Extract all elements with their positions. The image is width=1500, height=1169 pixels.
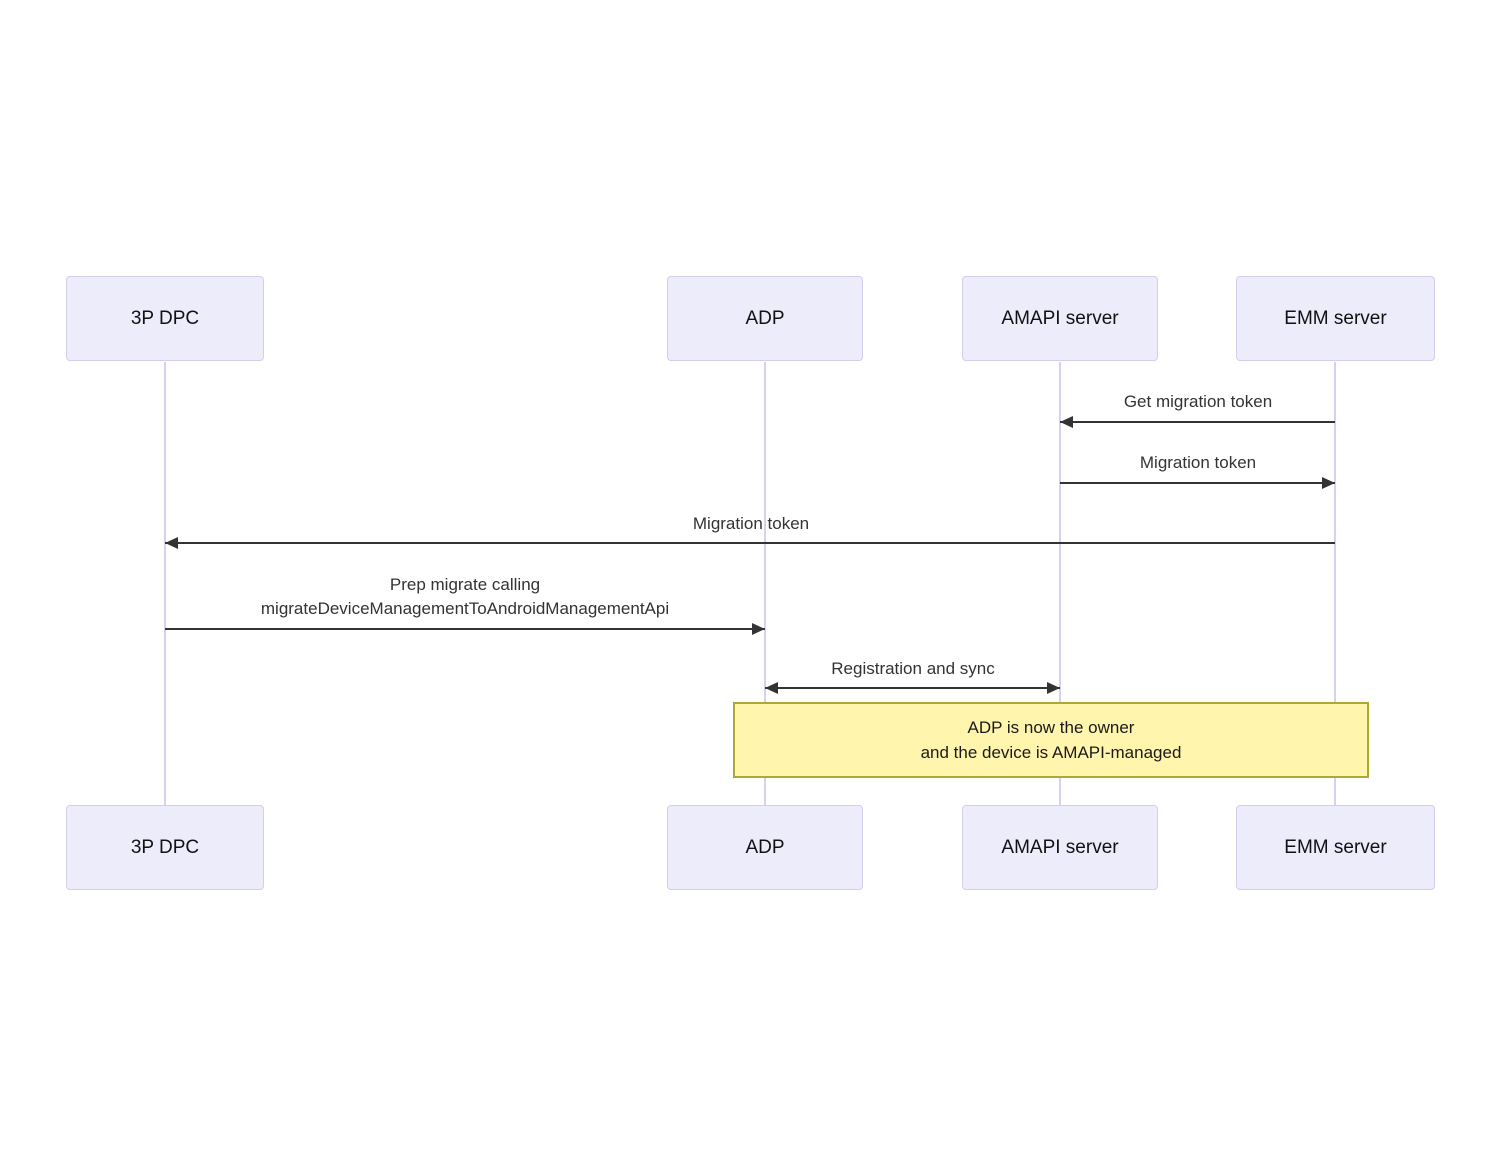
actor-label: EMM server [1284, 836, 1387, 858]
message-label-get-migration-token: Get migration token [1123, 392, 1273, 411]
actor-amapi-server-bottom: AMAPI server [962, 805, 1158, 890]
message-label-prep-migrate-line1: Prep migrate calling [389, 575, 541, 594]
lifeline-adp [764, 362, 766, 805]
message-arrow-prep-migrate [165, 628, 765, 630]
message-arrow-migration-token-2 [165, 542, 1335, 544]
note-adp-owner: ADP is now the owner and the device is A… [733, 702, 1369, 778]
actor-label: AMAPI server [1001, 307, 1119, 329]
note-line: ADP is now the owner [967, 718, 1135, 737]
message-label-prep-migrate-line2: migrateDeviceManagementToAndroidManageme… [260, 599, 670, 618]
lifeline-emm-server [1334, 362, 1336, 805]
arrowhead-left-icon [165, 537, 178, 549]
actor-amapi-server-top: AMAPI server [962, 276, 1158, 361]
actor-emm-server-top: EMM server [1236, 276, 1435, 361]
actor-3p-dpc-top: 3P DPC [66, 276, 264, 361]
actor-label: AMAPI server [1001, 836, 1119, 858]
arrowhead-right-icon [752, 623, 765, 635]
actor-label: 3P DPC [130, 307, 200, 329]
message-label-migration-token-2: Migration token [692, 514, 810, 533]
message-label-registration-and-sync: Registration and sync [831, 659, 995, 678]
actor-adp-bottom: ADP [667, 805, 863, 890]
actor-label: EMM server [1284, 307, 1387, 329]
actor-emm-server-bottom: EMM server [1236, 805, 1435, 890]
actor-label: 3P DPC [130, 836, 200, 858]
message-arrow-get-migration-token [1060, 421, 1335, 423]
lifeline-amapi-server [1059, 362, 1061, 805]
arrowhead-right-icon [1322, 477, 1335, 489]
actor-adp-top: ADP [667, 276, 863, 361]
actor-label: ADP [745, 836, 785, 858]
actor-label: ADP [745, 307, 785, 329]
message-label-migration-token-1: Migration token [1139, 453, 1257, 472]
actor-3p-dpc-bottom: 3P DPC [66, 805, 264, 890]
arrowhead-left-icon [1060, 416, 1073, 428]
lifeline-3p-dpc [164, 362, 166, 805]
arrowhead-left-icon [765, 682, 778, 694]
message-arrow-migration-token-1 [1060, 482, 1335, 484]
message-arrow-registration-and-sync [765, 687, 1060, 689]
note-line: and the device is AMAPI-managed [920, 743, 1182, 762]
arrowhead-right-icon [1047, 682, 1060, 694]
